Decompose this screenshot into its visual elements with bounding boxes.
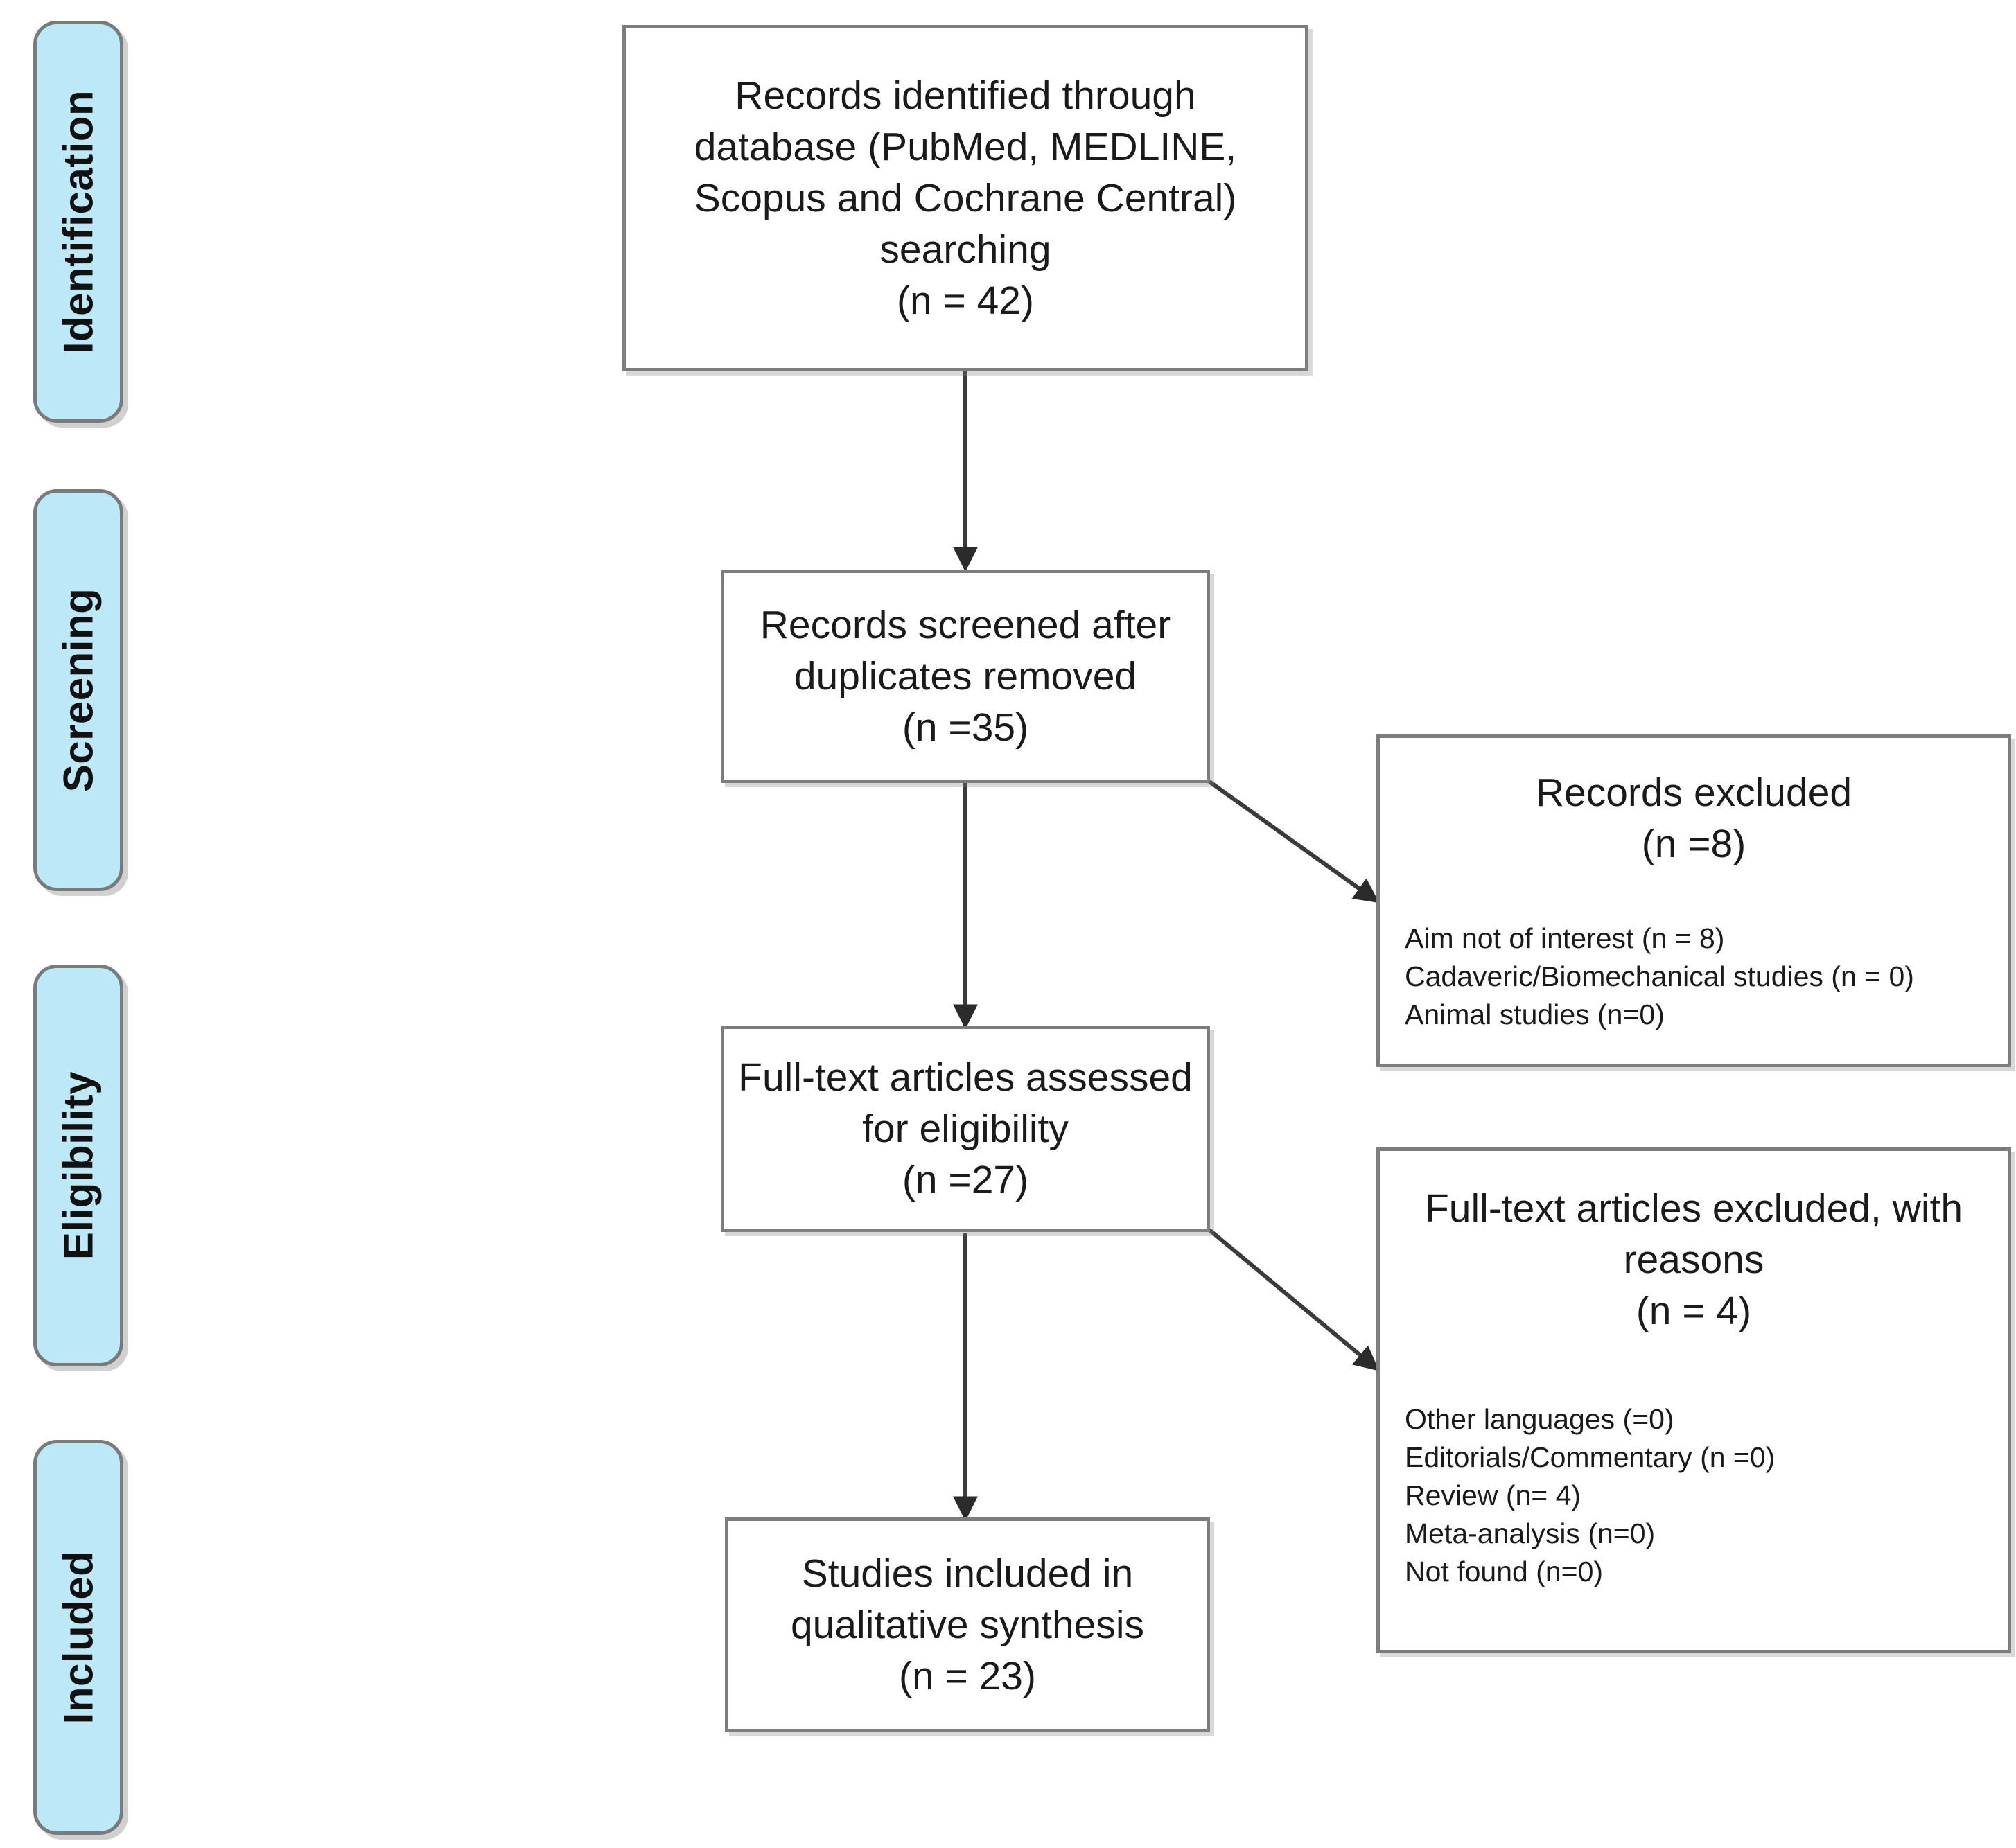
reason-item: Not found (n=0) [1405,1556,1604,1588]
box-fulltext-assessed-title: Full-text articles assessed for eligibil… [738,1055,1193,1203]
reason-item: Review (n= 4) [1405,1479,1581,1512]
stage-identification-label: Identification [55,89,102,354]
box-studies-included: Studies included in qualitative synthesi… [725,1517,1210,1732]
box-records-excluded-title: Records excluded (n =8) [1535,771,1852,867]
reason-item: Editorials/Commentary (n =0) [1405,1441,1776,1474]
box-records-identified-title: Records identified through database (Pub… [694,73,1237,324]
reason-item: Aim not of interest (n = 8) [1405,922,1725,955]
reason-item: Meta-analysis (n=0) [1405,1517,1656,1550]
stage-eligibility: Eligibility [33,965,123,1366]
stage-screening-label: Screening [55,588,102,793]
box-records-excluded-reasons: Aim not of interest (n = 8) Cadaveric/Bi… [1405,919,1983,1034]
stage-identification: Identification [33,21,123,423]
box-fulltext-excluded: Full-text articles excluded, with reason… [1376,1147,2011,1653]
stage-eligibility-label: Eligibility [55,1071,102,1260]
stage-included-label: Included [55,1550,102,1725]
reason-item: Other languages (=0) [1405,1403,1674,1436]
box-fulltext-excluded-title: Full-text articles excluded, with reason… [1424,1186,1963,1334]
reason-item: Cadaveric/Biomechanical studies (n = 0) [1405,960,1914,993]
box-fulltext-assessed: Full-text articles assessed for eligibil… [721,1026,1210,1232]
box-fulltext-excluded-reasons: Other languages (=0) Editorials/Commenta… [1405,1400,1983,1591]
box-studies-included-title: Studies included in qualitative synthesi… [790,1551,1145,1699]
stage-screening: Screening [33,489,123,891]
box-records-identified: Records identified through database (Pub… [622,25,1308,371]
stage-included: Included [33,1440,123,1835]
connector-screened-to-records-excluded [1208,780,1380,904]
connector-fulltext-to-fulltext-excluded [1208,1228,1380,1371]
box-records-screened-title: Records screened after duplicates remove… [760,602,1171,750]
box-records-screened: Records screened after duplicates remove… [721,570,1210,783]
reason-item: Animal studies (n=0) [1405,998,1665,1031]
box-records-excluded: Records excluded (n =8) Aim not of inter… [1376,734,2011,1067]
